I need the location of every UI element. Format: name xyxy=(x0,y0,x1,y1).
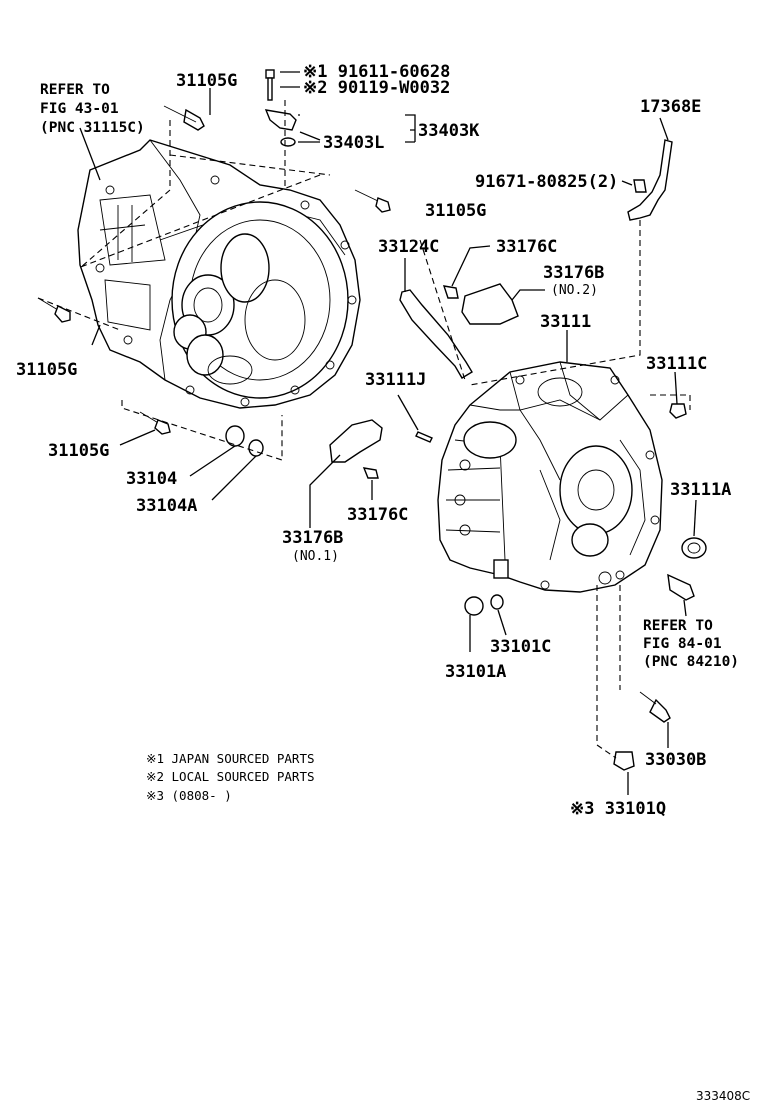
label-91611: ※1 91611-60628 xyxy=(303,62,450,82)
refer-right-line1: REFER TO xyxy=(643,618,713,634)
label-31105g-mid: 31105G xyxy=(425,201,486,221)
label-33101a: 33101A xyxy=(445,662,506,682)
label-33104a: 33104A xyxy=(136,496,197,516)
oil-seal-33111a-shape xyxy=(681,537,707,559)
label-33104: 33104 xyxy=(126,469,177,489)
label-33176b-bottom: 33176B xyxy=(282,528,343,548)
transmission-case-right xyxy=(437,361,663,593)
bracket-33124c-shape xyxy=(399,289,473,379)
transaxle-housing-left xyxy=(77,139,361,409)
bolt-31105g-bottom-shape xyxy=(139,411,171,435)
label-33176c-top: 33176C xyxy=(496,237,557,257)
leader-lines xyxy=(37,71,697,795)
label-33030b: 33030B xyxy=(645,750,706,770)
screw-33176c-bottom-shape xyxy=(362,467,379,479)
label-31105g-top: 31105G xyxy=(176,71,237,91)
gasket-33403l-shape xyxy=(280,137,296,147)
label-91671: 91671-80825(2) xyxy=(475,172,618,192)
footnotes: ※1 JAPAN SOURCED PARTS ※2 LOCAL SOURCED … xyxy=(146,751,315,803)
label-17368e: 17368E xyxy=(640,97,701,117)
nut-33111c-shape xyxy=(669,403,687,419)
sensor-84210-shape xyxy=(667,573,695,601)
bolt-91671-shape xyxy=(633,179,647,193)
label-90119: ※2 90119-W0032 xyxy=(303,78,450,98)
bolt-33030b-shape xyxy=(649,698,671,723)
refer-right-line3: (PNC 84210) xyxy=(643,654,739,670)
label-33124c: 33124C xyxy=(378,237,439,257)
refer-left-line2: FIG 43-01 xyxy=(40,101,119,117)
bolt-91611-shape xyxy=(265,69,275,101)
label-33101c: 33101C xyxy=(490,637,551,657)
note-local-sourced: ※2 LOCAL SOURCED PARTS xyxy=(146,769,315,784)
refer-notes: REFER TO FIG 43-01 (PNC 31115C) REFER TO… xyxy=(40,82,739,670)
figure-number: 333408C xyxy=(696,1089,750,1103)
refer-left-line3: (PNC 31115C) xyxy=(40,120,145,136)
bolt-31105g-mid-shape xyxy=(354,189,391,213)
note-date-range: ※3 (0808- ) xyxy=(146,788,232,803)
label-33176b-top: 33176B xyxy=(543,263,604,283)
label-33176c-bottom: 33176C xyxy=(347,505,408,525)
lever-33403k-shape xyxy=(264,109,297,131)
label-33176b-top-sub: (NO.2) xyxy=(551,283,598,298)
label-33176b-bottom-sub: (NO.1) xyxy=(292,549,339,564)
gasket-33101c-shape xyxy=(490,594,504,610)
label-33403l: 33403L xyxy=(323,133,384,153)
label-33111: 33111 xyxy=(540,312,591,332)
label-31105g-bottom: 31105G xyxy=(48,441,109,461)
plate-33176b-no1-shape xyxy=(329,419,383,463)
refer-right-line2: FIG 84-01 xyxy=(643,636,722,652)
note-japan-sourced: ※1 JAPAN SOURCED PARTS xyxy=(146,751,315,766)
plug-33101a-shape xyxy=(464,596,484,616)
bolt-31105g-top-shape xyxy=(163,105,205,131)
label-33101q: ※3 33101Q xyxy=(570,799,666,819)
plate-33176b-no2-shape xyxy=(461,283,519,325)
label-33111c: 33111C xyxy=(646,354,707,374)
bolt-31105g-left-shape xyxy=(37,297,71,323)
screw-33176c-top-shape xyxy=(442,285,459,299)
plug-33101q-shape xyxy=(613,751,635,771)
refer-left-line1: REFER TO xyxy=(40,82,110,98)
bracket-17368e-shape xyxy=(627,139,673,221)
label-33403k: 33403K xyxy=(418,121,480,141)
label-31105g-left: 31105G xyxy=(16,360,77,380)
part-labels: 31105G ※1 91611-60628 ※2 90119-W0032 334… xyxy=(16,62,731,819)
label-33111j: 33111J xyxy=(365,370,426,390)
pin-33111j-shape xyxy=(415,431,433,443)
label-33111a: 33111A xyxy=(670,480,731,500)
